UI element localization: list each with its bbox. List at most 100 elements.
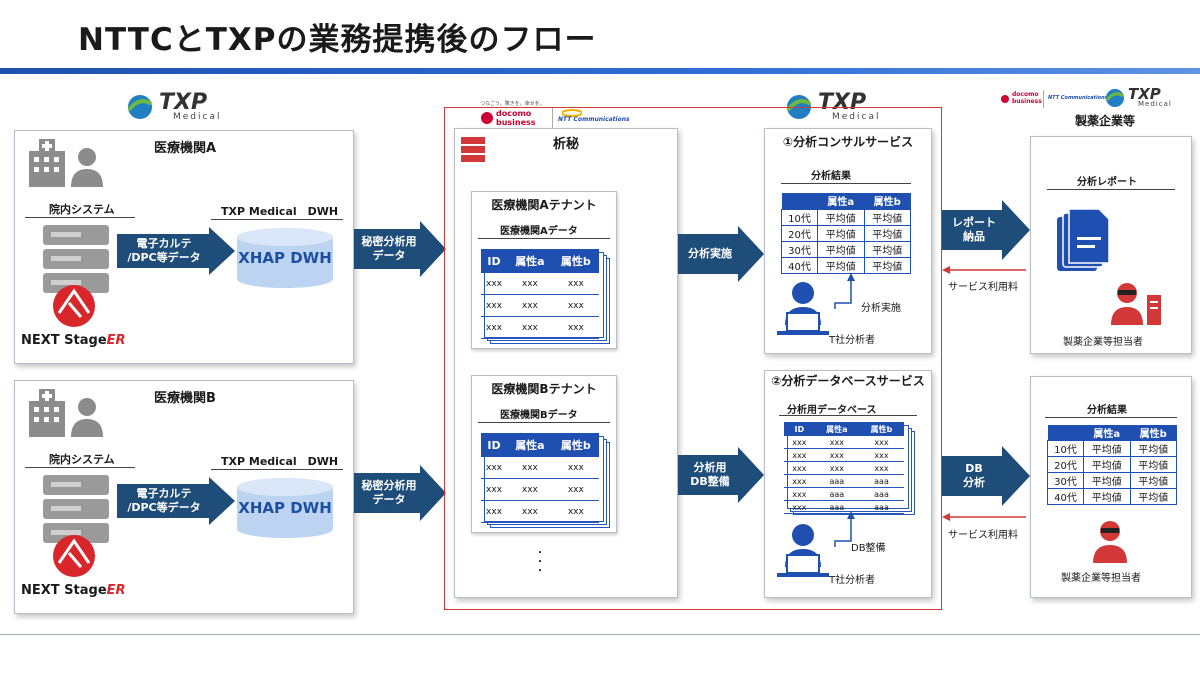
dwh-label: TXP Medical DWH <box>221 455 339 468</box>
analysis-arrow <box>678 226 764 282</box>
table-row: 40代平均値平均値 <box>1047 488 1177 505</box>
tenant-b-title: 医療機関Bテナント <box>491 382 597 396</box>
secret-title: 析秘 <box>552 137 579 152</box>
pharma-report-card: 分析レポート 製薬企業等担当者 <box>1030 136 1192 354</box>
docomo-wordmark: docomo <box>496 109 532 118</box>
db-prep-arrow-label: 分析用 DB整備 <box>690 461 730 488</box>
docomo-d-icon <box>1001 95 1009 103</box>
secret-server-icon <box>461 137 485 162</box>
txp-submark: Medical <box>1138 100 1172 108</box>
pharma-header: 製薬企業等 <box>1075 114 1136 128</box>
db-label: 分析用データベース <box>787 405 877 416</box>
dwh-label: TXP Medical DWH <box>221 205 339 218</box>
pharma-staff-icon <box>1111 283 1161 325</box>
analysis-arrow-label: 分析実施 <box>688 247 732 260</box>
xhap-dwh-cylinder-icon <box>237 478 333 538</box>
hospital-building-icon <box>29 139 103 187</box>
analysis-up-arrow-icon <box>834 273 855 309</box>
docomo-d-icon <box>481 112 493 124</box>
pharma-person-2: 製薬企業等担当者 <box>1061 573 1141 584</box>
page-title: NTTCとTXPの業務提携後のフロー <box>78 22 597 58</box>
table-row: 30代平均値平均値 <box>1047 472 1177 489</box>
consult-title: ①分析コンサルサービス <box>782 135 914 149</box>
table-row: 10代平均値平均値 <box>1047 440 1177 457</box>
report-delivery-arrow <box>942 200 1030 260</box>
tenant-a-subtitle: 医療機関Aデータ <box>500 226 578 237</box>
hospital-b-title: 医療機関B <box>154 391 216 406</box>
pharma-staff-icon <box>1093 521 1127 563</box>
secret-data-arrow-a <box>354 221 446 277</box>
db-prep-arrow <box>678 447 764 503</box>
footer-divider <box>0 634 1200 635</box>
title-underline <box>0 68 1200 74</box>
docomo-business: business <box>1012 98 1042 105</box>
xhap-dwh-label: XHAP DWH <box>238 249 332 267</box>
table-row: 10代平均値平均値 <box>781 208 911 226</box>
hospital-b-card: 医療機関B 院内システム TXP Medical DWH NEXT StageE… <box>14 380 354 614</box>
txp-wordmark: TXP <box>1128 85 1161 103</box>
db-service-title: ②分析データベースサービス <box>771 374 925 388</box>
hospital-building-icon <box>29 389 103 437</box>
db-action-label: DB整備 <box>851 543 886 554</box>
server-icon <box>43 475 109 543</box>
nextstage-er-mark-icon <box>53 535 95 577</box>
txp-submark: Medical <box>832 112 881 122</box>
emr-data-arrow <box>117 227 235 275</box>
table-row: 20代平均値平均値 <box>781 224 911 242</box>
emr-data-arrow-label: 電子カルテ /DPC等データ <box>127 237 201 264</box>
table-row: 40代平均値平均値 <box>781 256 911 274</box>
nextstage-er-mark-icon <box>53 285 95 327</box>
document-stack-icon <box>1057 208 1110 271</box>
txp-submark: Medical <box>173 112 222 122</box>
consult-result-label: 分析結果 <box>811 171 851 182</box>
txp-globe-icon <box>1105 89 1124 107</box>
consult-person-label: T社分析者 <box>829 335 876 346</box>
ntt-scope-frame <box>444 107 942 610</box>
server-icon <box>43 225 109 293</box>
docomo-business: business <box>496 118 536 127</box>
ntt-wordmark: NTT Communications <box>1048 95 1108 101</box>
pharma-report-label: 分析レポート <box>1077 177 1137 188</box>
docomo-tagline: つなごう。驚きを。幸せを。 <box>480 101 545 107</box>
table-row: 20代平均値平均値 <box>1047 456 1177 473</box>
xhap-dwh-label: XHAP DWH <box>238 499 332 517</box>
db-analysis-arrow-label: DB 分析 <box>963 462 985 489</box>
docomo-ntt-logo-center: つなごう。驚きを。幸せを。 docomo business NTT Commun… <box>478 100 638 132</box>
db-analysis-arrow <box>942 446 1030 506</box>
system-label: 院内システム <box>49 453 115 466</box>
tenant-b-subtitle: 医療機関Bデータ <box>500 410 578 421</box>
fee-arrow-2 <box>942 513 1026 521</box>
txp-wordmark: TXP <box>159 90 208 115</box>
pharma-person-1: 製薬企業等担当者 <box>1063 337 1143 348</box>
fee-arrow-1 <box>942 266 1026 274</box>
dbprep-up-arrow-icon <box>834 511 855 547</box>
emr-data-arrow <box>117 477 235 525</box>
secret-data-arrow-a-label: 秘密分析用 データ <box>361 235 417 262</box>
db-person-label: T社分析者 <box>829 575 876 586</box>
report-delivery-arrow-label: レポート 納品 <box>952 216 996 243</box>
fee-label-1: サービス利用料 <box>948 282 1018 293</box>
pharma-result-label: 分析結果 <box>1087 405 1127 416</box>
hospital-a-card: 医療機関A 院内システム TXP Medical DWH NEXT StageE… <box>14 130 354 364</box>
more-tenants-ellipsis: ・ ・ ・ <box>535 548 545 577</box>
txp-globe-icon <box>127 95 153 119</box>
ntt-wave-icon <box>562 109 582 117</box>
nextstage-er-logo: NEXT StageER <box>21 333 126 348</box>
txp-logo-left: TXP Medical <box>125 90 245 122</box>
